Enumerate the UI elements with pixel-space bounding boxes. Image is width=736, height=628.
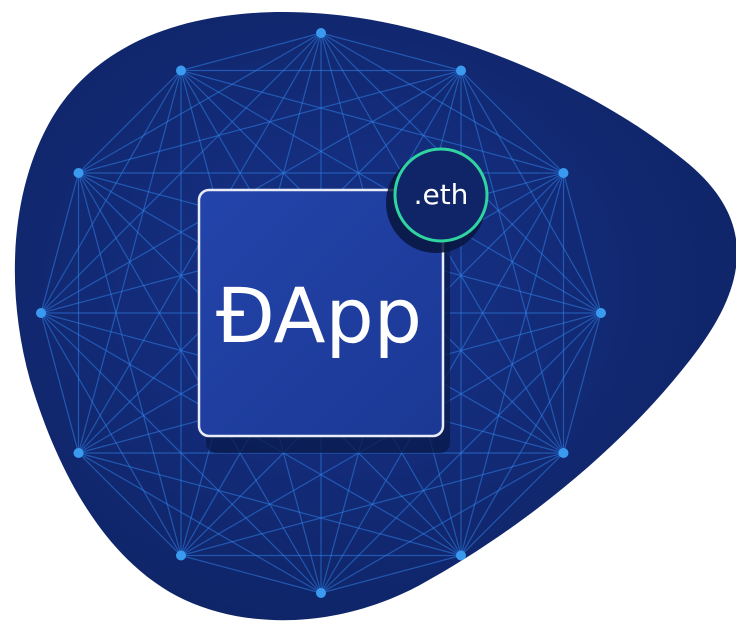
mesh-line [77, 70, 182, 454]
mesh-line [40, 312, 80, 454]
eth-label: .eth [414, 178, 469, 211]
mesh-line [320, 554, 462, 594]
mesh-node [36, 308, 46, 318]
mesh-line [180, 32, 322, 72]
mesh-line [180, 554, 322, 594]
mesh-line [562, 172, 602, 314]
dapp-card [197, 188, 445, 438]
mesh-node [73, 448, 84, 458]
mesh-line [40, 70, 182, 314]
eth-badge [393, 147, 489, 243]
mesh-node [558, 168, 569, 178]
mesh-line [460, 70, 564, 174]
mesh-node [596, 308, 606, 318]
mesh-line [77, 172, 182, 556]
mesh-line [40, 312, 182, 556]
mesh-line [180, 69, 564, 174]
mesh-line [460, 452, 564, 556]
dapp-label: ĐApp [216, 271, 422, 360]
mesh-line [78, 452, 322, 594]
mesh-node [316, 588, 326, 598]
mesh-line [78, 452, 182, 556]
mesh-node [176, 550, 186, 561]
mesh-node [316, 28, 326, 38]
mesh-node [73, 168, 84, 178]
mesh-node [176, 65, 186, 76]
mesh-line [562, 312, 602, 454]
mesh-line [320, 32, 462, 72]
mesh-node [456, 550, 466, 561]
mesh-line [40, 172, 80, 314]
mesh-node [456, 65, 466, 76]
mesh-node [558, 448, 569, 458]
mesh-line [78, 70, 182, 174]
